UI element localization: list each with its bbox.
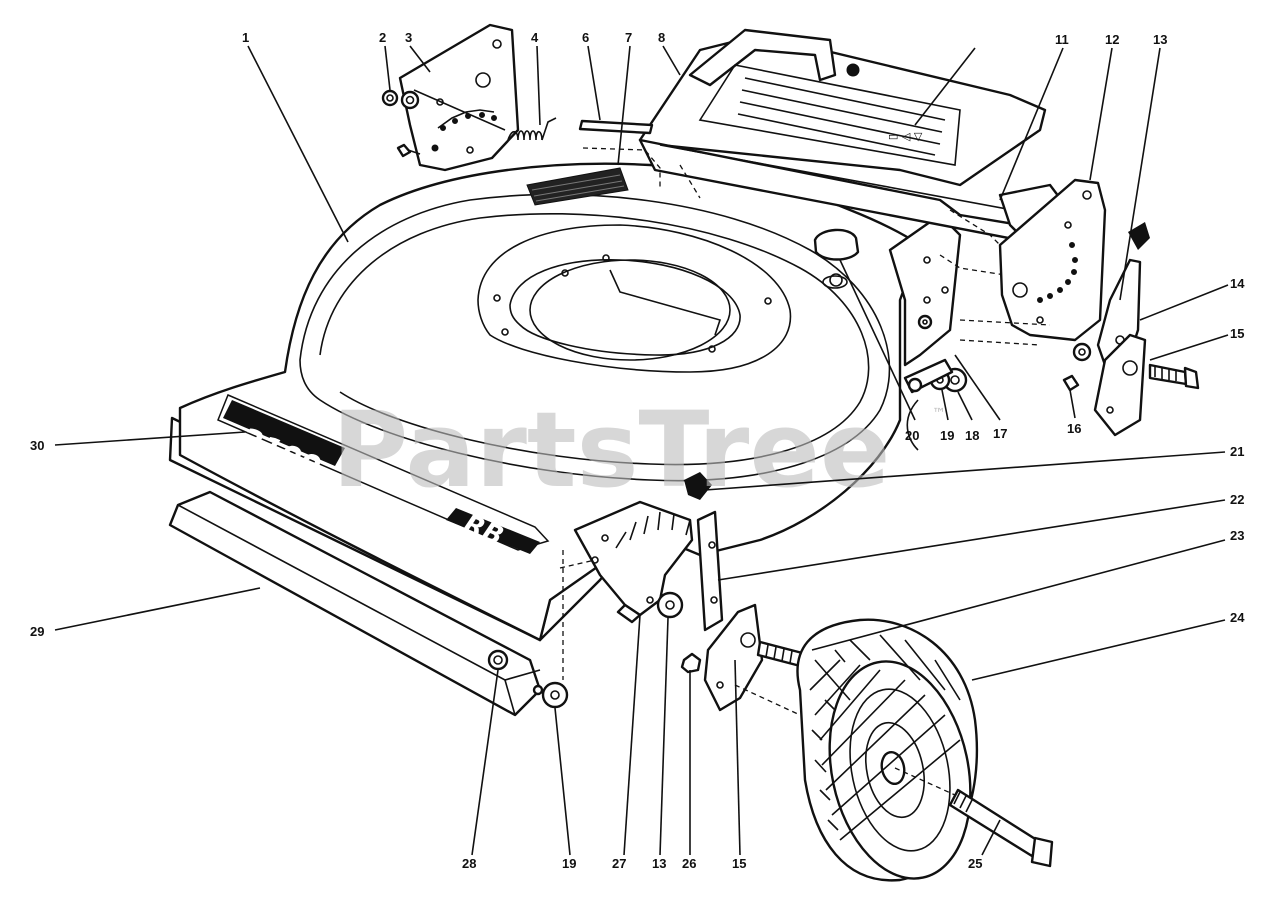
lever-22 xyxy=(696,510,724,632)
callout-23: 23 xyxy=(1230,528,1244,543)
knob-14 xyxy=(1128,222,1150,250)
height-adjust-gear-27 xyxy=(573,500,694,624)
bracket-13-right xyxy=(1093,258,1147,437)
washer-19-front xyxy=(532,550,569,709)
callout-15-right: 15 xyxy=(1230,326,1244,341)
callout-27: 27 xyxy=(612,856,626,871)
callout-14: 14 xyxy=(1230,276,1245,291)
bracket-15-front xyxy=(703,603,764,712)
hinge-rod xyxy=(578,119,1006,276)
screw-left xyxy=(396,143,421,158)
callout-11: 11 xyxy=(1055,32,1069,47)
callout-16: 16 xyxy=(1067,421,1081,436)
callout-7: 7 xyxy=(625,30,632,45)
callout-6: 6 xyxy=(582,30,589,45)
callout-25: 25 xyxy=(968,856,982,871)
wheel xyxy=(796,618,979,882)
callout-13-top: 13 xyxy=(1153,32,1167,47)
callout-19-right: 19 xyxy=(940,428,954,443)
foam-strip xyxy=(526,167,629,206)
callout-19-bottom: 19 xyxy=(562,856,576,871)
callout-13-bottom: 13 xyxy=(652,856,666,871)
watermark-tm: ™ xyxy=(932,406,946,422)
watermark: PartsTree xyxy=(332,389,890,511)
callout-28: 28 xyxy=(462,856,476,871)
callout-17: 17 xyxy=(993,426,1007,441)
axle-bolt-25 xyxy=(894,767,1054,868)
callout-12: 12 xyxy=(1105,32,1119,47)
callout-26: 26 xyxy=(682,856,696,871)
callout-4: 4 xyxy=(531,30,539,45)
dashed-guides xyxy=(559,559,801,716)
callout-21: 21 xyxy=(1230,444,1244,459)
svg-text:▭ ◁ ▽: ▭ ◁ ▽ xyxy=(888,130,923,143)
leader-lines xyxy=(54,45,1229,856)
cable xyxy=(906,399,919,451)
washer-13-front xyxy=(646,591,684,619)
height-adjust-plate-right xyxy=(998,178,1107,342)
height-adjust-plate-left xyxy=(398,23,520,172)
fuel-cap xyxy=(813,228,860,289)
callout-24: 24 xyxy=(1230,610,1245,625)
callout-29: 29 xyxy=(30,624,44,639)
callout-8: 8 xyxy=(658,30,665,45)
callout-15-bottom: 15 xyxy=(732,856,746,871)
nut-2 xyxy=(381,89,420,110)
nut-28 xyxy=(487,649,509,671)
callout-18: 18 xyxy=(965,428,979,443)
rear-flap-assembly: ▭ ◁ ▽ xyxy=(638,28,1067,247)
knob-21 xyxy=(684,472,712,500)
callout-22: 22 xyxy=(1230,492,1244,507)
callout-2: 2 xyxy=(379,30,386,45)
small-bolt-16 xyxy=(1062,374,1080,392)
washers-17-19 xyxy=(903,314,1051,394)
callout-labels: 1 2 3 4 6 7 8 11 12 13 14 15 16 17 18 19… xyxy=(30,30,1245,871)
callout-20: 20 xyxy=(905,428,919,443)
bolt-15-right xyxy=(1072,342,1200,390)
callout-1: 1 xyxy=(242,30,249,45)
spring xyxy=(413,89,557,141)
callout-3: 3 xyxy=(405,30,412,45)
nut-26 xyxy=(680,652,702,674)
callout-30: 30 xyxy=(30,438,44,453)
